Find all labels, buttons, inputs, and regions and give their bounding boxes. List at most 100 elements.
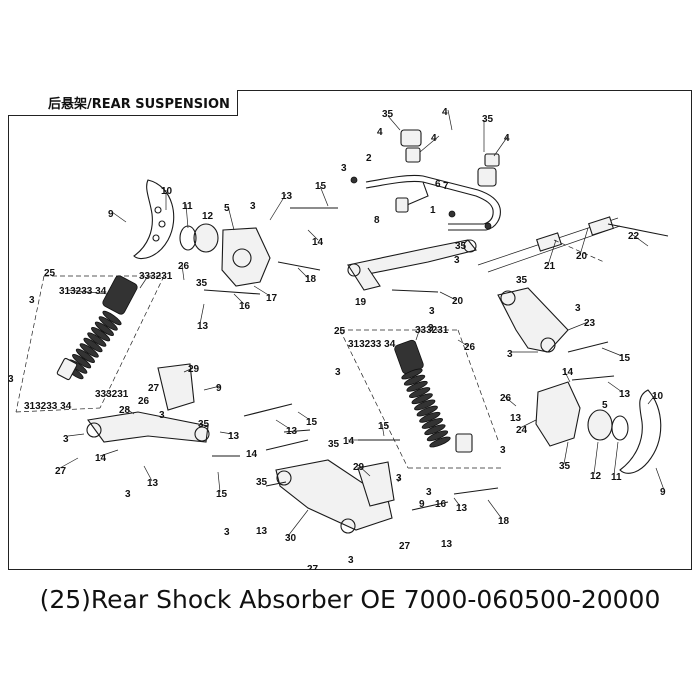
leader-line: [269, 193, 287, 221]
spring-coil: [79, 343, 99, 358]
leader-line: [183, 367, 194, 373]
leader-line: [601, 347, 623, 357]
stabilizer-bar: [350, 129, 501, 231]
spring-coil: [102, 310, 122, 326]
leader-line: [613, 441, 619, 476]
callout-24: 24: [516, 425, 528, 436]
diagram-title: 后悬架/REAR SUSPENSION: [8, 90, 238, 116]
leader-line: [579, 227, 589, 256]
leader-line: [415, 327, 421, 341]
callout-35: 35: [516, 275, 528, 286]
callout-5: 5: [224, 203, 230, 214]
spring-coil: [406, 380, 428, 392]
callout-22: 22: [628, 231, 640, 242]
spring-coil: [72, 354, 92, 369]
callout-15: 15: [378, 421, 390, 432]
spring-coil: [421, 418, 443, 429]
callout-313233-34: 313233 34: [59, 286, 107, 297]
spring-coil: [424, 424, 446, 436]
callout-18: 18: [498, 516, 510, 527]
lower-arm-left: [86, 363, 210, 443]
spring-coil: [75, 348, 95, 363]
leader-line: [457, 339, 469, 347]
leader-line: [567, 321, 589, 331]
leader-line: [67, 433, 85, 437]
callout-3: 3: [500, 445, 506, 456]
leader-line: [439, 291, 457, 301]
leader-line: [397, 475, 401, 483]
callout-17: 17: [266, 293, 278, 304]
leader-line: [253, 285, 271, 297]
leader-line: [655, 467, 665, 491]
callout-18: 18: [305, 274, 317, 285]
callout-27: 27: [148, 383, 160, 394]
leader-line: [99, 449, 119, 457]
callout-10: 10: [161, 186, 173, 197]
callout-11: 11: [182, 201, 193, 212]
callout-14: 14: [246, 449, 258, 460]
callout-27: 27: [307, 564, 319, 570]
callout-13: 13: [441, 539, 453, 550]
callout-35: 35: [455, 241, 467, 252]
callout-26: 26: [464, 342, 476, 353]
spring-coil: [94, 321, 114, 336]
leader-line: [199, 303, 205, 325]
callout-35: 35: [196, 278, 208, 289]
callout-25: 25: [334, 326, 346, 337]
leader-line: [297, 267, 309, 279]
callout-333231: 333231: [415, 325, 449, 336]
callout-29: 29: [353, 462, 365, 473]
callout-3: 3: [348, 555, 354, 566]
callout-3: 3: [159, 410, 165, 421]
callout-15: 15: [315, 181, 327, 192]
callout-35: 35: [198, 419, 210, 430]
spring-coil: [409, 387, 431, 398]
leader-lines: [59, 109, 665, 537]
callout-3: 3: [454, 255, 460, 266]
left-shock-absorber: [15, 275, 165, 413]
callout-6: 6: [435, 179, 441, 190]
callout-9: 9: [108, 209, 114, 220]
leader-line: [419, 135, 440, 153]
leader-line: [307, 229, 319, 241]
leader-line: [185, 203, 189, 229]
leader-line: [387, 115, 401, 131]
spring-coil: [411, 393, 433, 405]
callout-313233-34: 313233 34: [24, 401, 72, 412]
callout-3: 3: [29, 295, 35, 306]
upper-arm-center: [346, 239, 477, 291]
callout-8: 8: [374, 215, 380, 226]
leader-line: [219, 431, 233, 435]
callout-2: 2: [366, 153, 372, 164]
callout-30: 30: [285, 533, 297, 544]
leader-line: [203, 385, 221, 391]
callout-16: 16: [239, 301, 251, 312]
leader-line: [181, 264, 185, 281]
callout-13: 13: [456, 503, 468, 514]
callout-12: 12: [590, 471, 602, 482]
leader-line: [593, 441, 599, 475]
leader-line: [547, 239, 557, 266]
leader-line: [447, 109, 453, 131]
spring-coil: [83, 337, 103, 353]
callout-35: 35: [382, 109, 394, 120]
leader-line: [143, 465, 153, 482]
leader-line: [67, 289, 109, 295]
upper-pin-assembly: [477, 216, 669, 273]
spring-coil: [429, 436, 451, 448]
callout-10: 10: [652, 391, 664, 402]
callout-11: 11: [611, 472, 622, 483]
spring-coil: [91, 327, 111, 342]
callout-20: 20: [576, 251, 588, 262]
leader-line: [59, 457, 79, 469]
callout-13: 13: [256, 526, 268, 537]
callout-16: 16: [435, 499, 447, 510]
callout-5: 5: [602, 400, 608, 411]
callout-3: 3: [575, 303, 581, 314]
callout-26: 26: [500, 393, 512, 404]
callout-13: 13: [281, 191, 293, 202]
leader-line: [563, 441, 569, 465]
right-knuckle: [535, 381, 662, 474]
leader-line: [111, 211, 127, 223]
